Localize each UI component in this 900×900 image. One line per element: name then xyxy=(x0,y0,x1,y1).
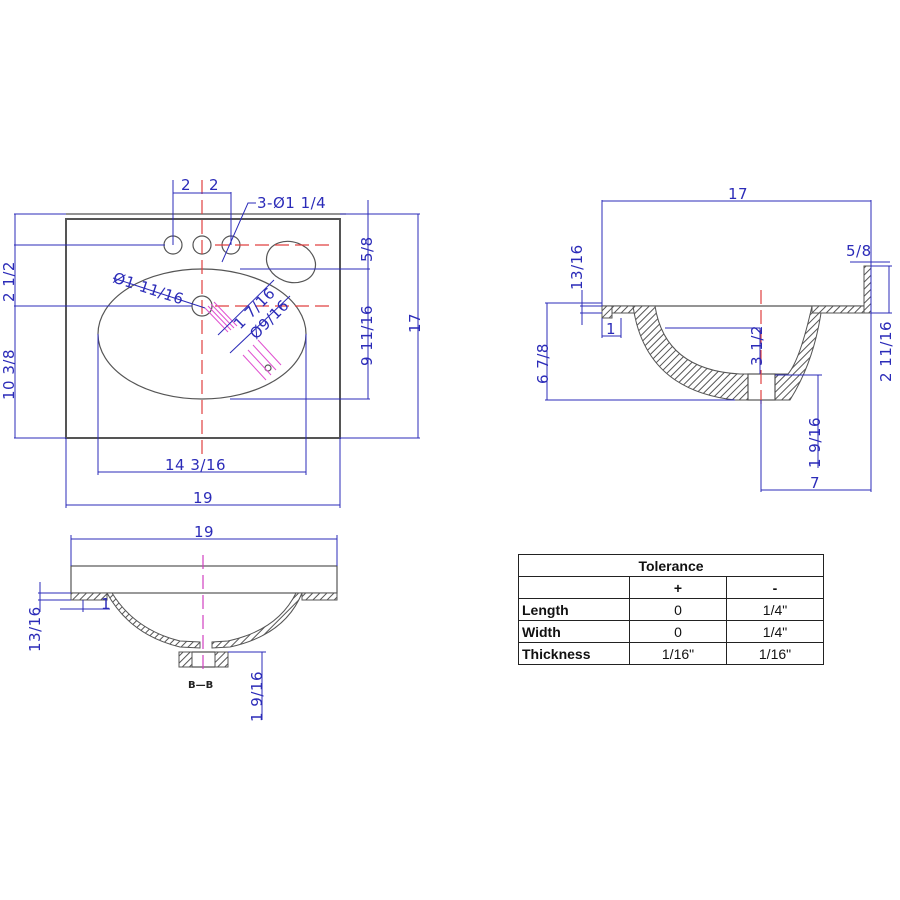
front-top-slab xyxy=(70,565,338,594)
front-bowl-shell-left xyxy=(106,592,201,649)
section-label: B—B xyxy=(188,680,213,691)
minus-value: 1/4" xyxy=(726,598,824,621)
tolerance-header-plus: + xyxy=(629,576,727,599)
tolerance-row-length: Length 0 1/4" xyxy=(518,598,824,621)
plus-value: 1/16" xyxy=(629,642,727,665)
dim-overall-width: 19 xyxy=(193,489,213,507)
dim-faucet-spacing-right: 2 xyxy=(209,176,219,194)
plus-value: 0 xyxy=(629,598,727,621)
dim-faucet-to-drain: 2 1/2 xyxy=(0,261,18,302)
row-label: Thickness xyxy=(518,642,630,665)
dim-front-overall-width: 19 xyxy=(194,523,214,541)
dim-side-lip: 1 xyxy=(606,320,616,338)
tolerance-row-width: Width 0 1/4" xyxy=(518,620,824,643)
dim-drain-to-front: 10 3/8 xyxy=(0,349,18,400)
dim-front-lip: 1 xyxy=(101,595,111,613)
tolerance-header-blank xyxy=(518,576,630,599)
front-bowl-shell-right xyxy=(211,592,303,649)
bowl-shell-left xyxy=(632,305,749,401)
tolerance-title: Tolerance xyxy=(518,554,824,577)
tolerance-row-thickness: Thickness 1/16" 1/16" xyxy=(518,642,824,665)
top-view: 2 2 3-Ø1 1/4 2 1/2 10 3/8 Ø1 11/16 1 7/1… xyxy=(0,176,424,508)
dim-overall-depth: 17 xyxy=(406,313,424,333)
dim-front-drain-height: 1 9/16 xyxy=(248,671,266,722)
bowl-shell-right xyxy=(774,305,823,401)
side-section-view: 17 5/8 2 11/16 13/16 1 6 7/8 3 1/2 1 9/1… xyxy=(534,185,895,492)
dim-faucet-holes: 3-Ø1 1/4 xyxy=(257,194,326,212)
plus-value: 0 xyxy=(629,620,727,643)
dim-bowl-depth: 9 11/16 xyxy=(358,305,376,366)
tolerance-table: Tolerance + - Length 0 1/4" Width 0 1/4"… xyxy=(518,554,824,665)
dim-backsplash-thickness: 5/8 xyxy=(846,242,872,260)
dim-overall-height: 6 7/8 xyxy=(534,343,552,384)
front-section-view: 19 13/16 1 1 9/16 B—B xyxy=(26,523,338,722)
dim-front-top-thickness: 13/16 xyxy=(26,606,44,652)
dim-side-overall-depth: 17 xyxy=(728,185,748,203)
dim-drain-to-back: 7 xyxy=(810,474,820,492)
row-label: Length xyxy=(518,598,630,621)
dim-faucet-spacing-left: 2 xyxy=(181,176,191,194)
soap-dispenser-outline xyxy=(265,240,317,284)
dim-bowl-width: 14 3/16 xyxy=(165,456,226,474)
minus-value: 1/4" xyxy=(726,620,824,643)
backsplash xyxy=(863,265,872,314)
dim-side-top-thickness: 13/16 xyxy=(568,244,586,290)
dim-side-drain-height: 1 9/16 xyxy=(806,417,824,468)
dim-back-to-faucet: 5/8 xyxy=(358,236,376,262)
dim-backsplash-height: 2 11/16 xyxy=(877,321,895,382)
dim-drain-diameter: Ø1 11/16 xyxy=(111,269,186,309)
dim-bowl-depth-side: 3 1/2 xyxy=(748,325,766,366)
countertop-outline xyxy=(65,218,341,439)
tolerance-header-minus: - xyxy=(726,576,824,599)
minus-value: 1/16" xyxy=(726,642,824,665)
row-label: Width xyxy=(518,620,630,643)
